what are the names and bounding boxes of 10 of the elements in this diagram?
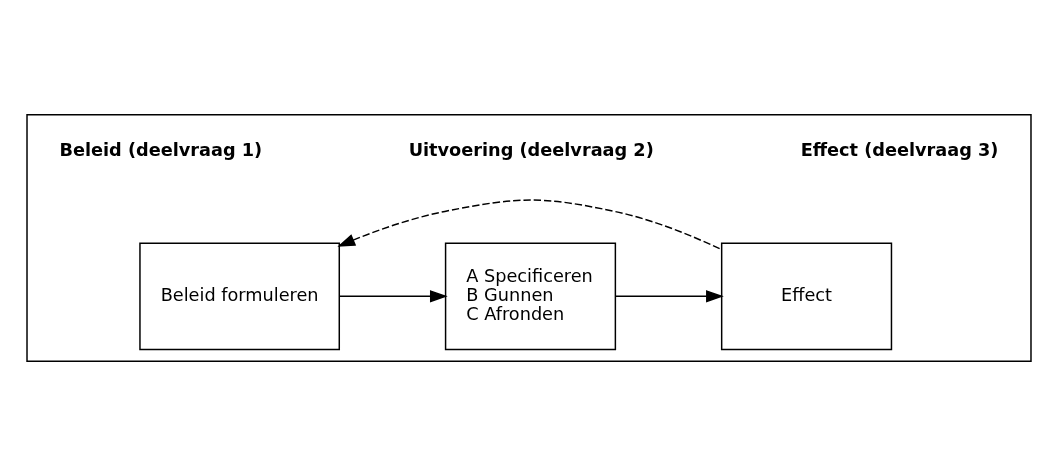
label: Effect (deelvraag 3) (800, 139, 999, 160)
node-box: A Specificeren B Gunnen C Afronden (444, 241, 617, 350)
label: Uitvoering (deelvraag 2) (408, 139, 654, 160)
arrow (614, 289, 724, 303)
node-box: Effect (720, 241, 893, 350)
label: Beleid (deelvraag 1) (59, 139, 263, 160)
arrow (337, 198, 722, 250)
node-box: Beleid formuleren (139, 241, 340, 350)
arrow (338, 289, 448, 303)
cluster (26, 113, 1032, 362)
